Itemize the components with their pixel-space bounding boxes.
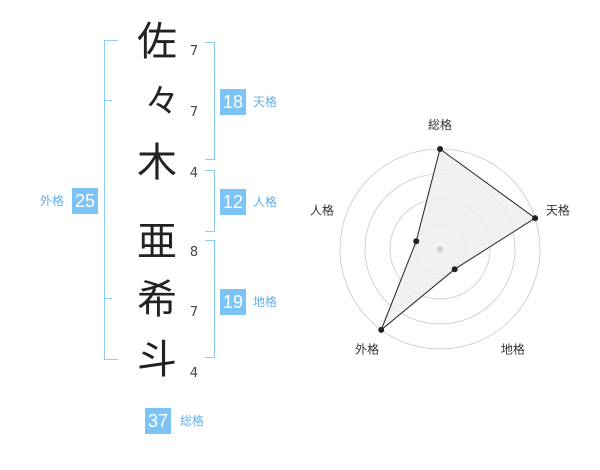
soukaku-label: 総格 [180,414,205,428]
stroke-count-4: 8 [189,245,199,260]
gaikaku-bracket-top [104,40,118,41]
radar-point-5 [413,238,420,245]
tenkaku-bracket-bottom [205,159,215,160]
stroke-count-6: 4 [189,366,199,381]
name-char-2: 々 [145,82,179,122]
soukaku-value: 37 [145,408,172,434]
stroke-count-5: 7 [189,305,199,320]
name-char-5: 希 [137,277,177,323]
jinkaku-bracket-bottom [205,231,215,232]
radar-data-points [378,146,539,333]
gaikaku-bracket-bottom [104,359,118,360]
stroke-count-1: 7 [189,44,199,59]
tenkaku-bracket-vertical [214,42,215,160]
chikaku-value: 19 [220,289,247,315]
tenkaku-bracket-top [205,42,215,43]
stroke-count-2: 7 [189,105,199,120]
radar-axis-label-4: 外格 [355,341,379,356]
radar-point-4 [378,326,385,333]
gaikaku-value: 25 [72,188,99,214]
tenkaku-value: 18 [220,89,247,115]
gaikaku-bracket-vertical [104,40,105,360]
chikaku-bracket-top [205,240,215,241]
radar-axis-label-5: 人格 [310,203,334,218]
name-char-4: 亜 [137,219,177,265]
jinkaku-bracket-top [205,170,215,171]
radar-axis-label-3: 地格 [501,341,525,356]
stroke-count-3: 4 [189,166,199,181]
jinkaku-label: 人格 [253,195,278,209]
radar-point-2 [532,215,539,222]
radar-axis-label-1: 総格 [428,117,452,132]
chikaku-bracket-bottom [205,357,215,358]
chikaku-bracket-vertical [214,240,215,358]
name-char-3: 木 [137,140,177,186]
radar-axis-label-2: 天格 [546,203,570,218]
name-char-1: 佐 [137,19,177,65]
radar-center-dot [437,246,443,252]
gaikaku-label: 外格 [40,194,65,208]
jinkaku-value: 12 [220,189,247,215]
radar-point-1 [437,146,443,152]
radar-point-3 [451,266,458,273]
radar-data-polygon [380,148,536,331]
gaikaku-tick-2 [104,298,112,299]
chikaku-label: 地格 [253,295,278,309]
jinkaku-bracket-vertical [214,170,215,232]
gaikaku-tick-1 [104,100,112,101]
tenkaku-label: 天格 [253,95,278,109]
name-char-6: 斗 [137,337,177,383]
